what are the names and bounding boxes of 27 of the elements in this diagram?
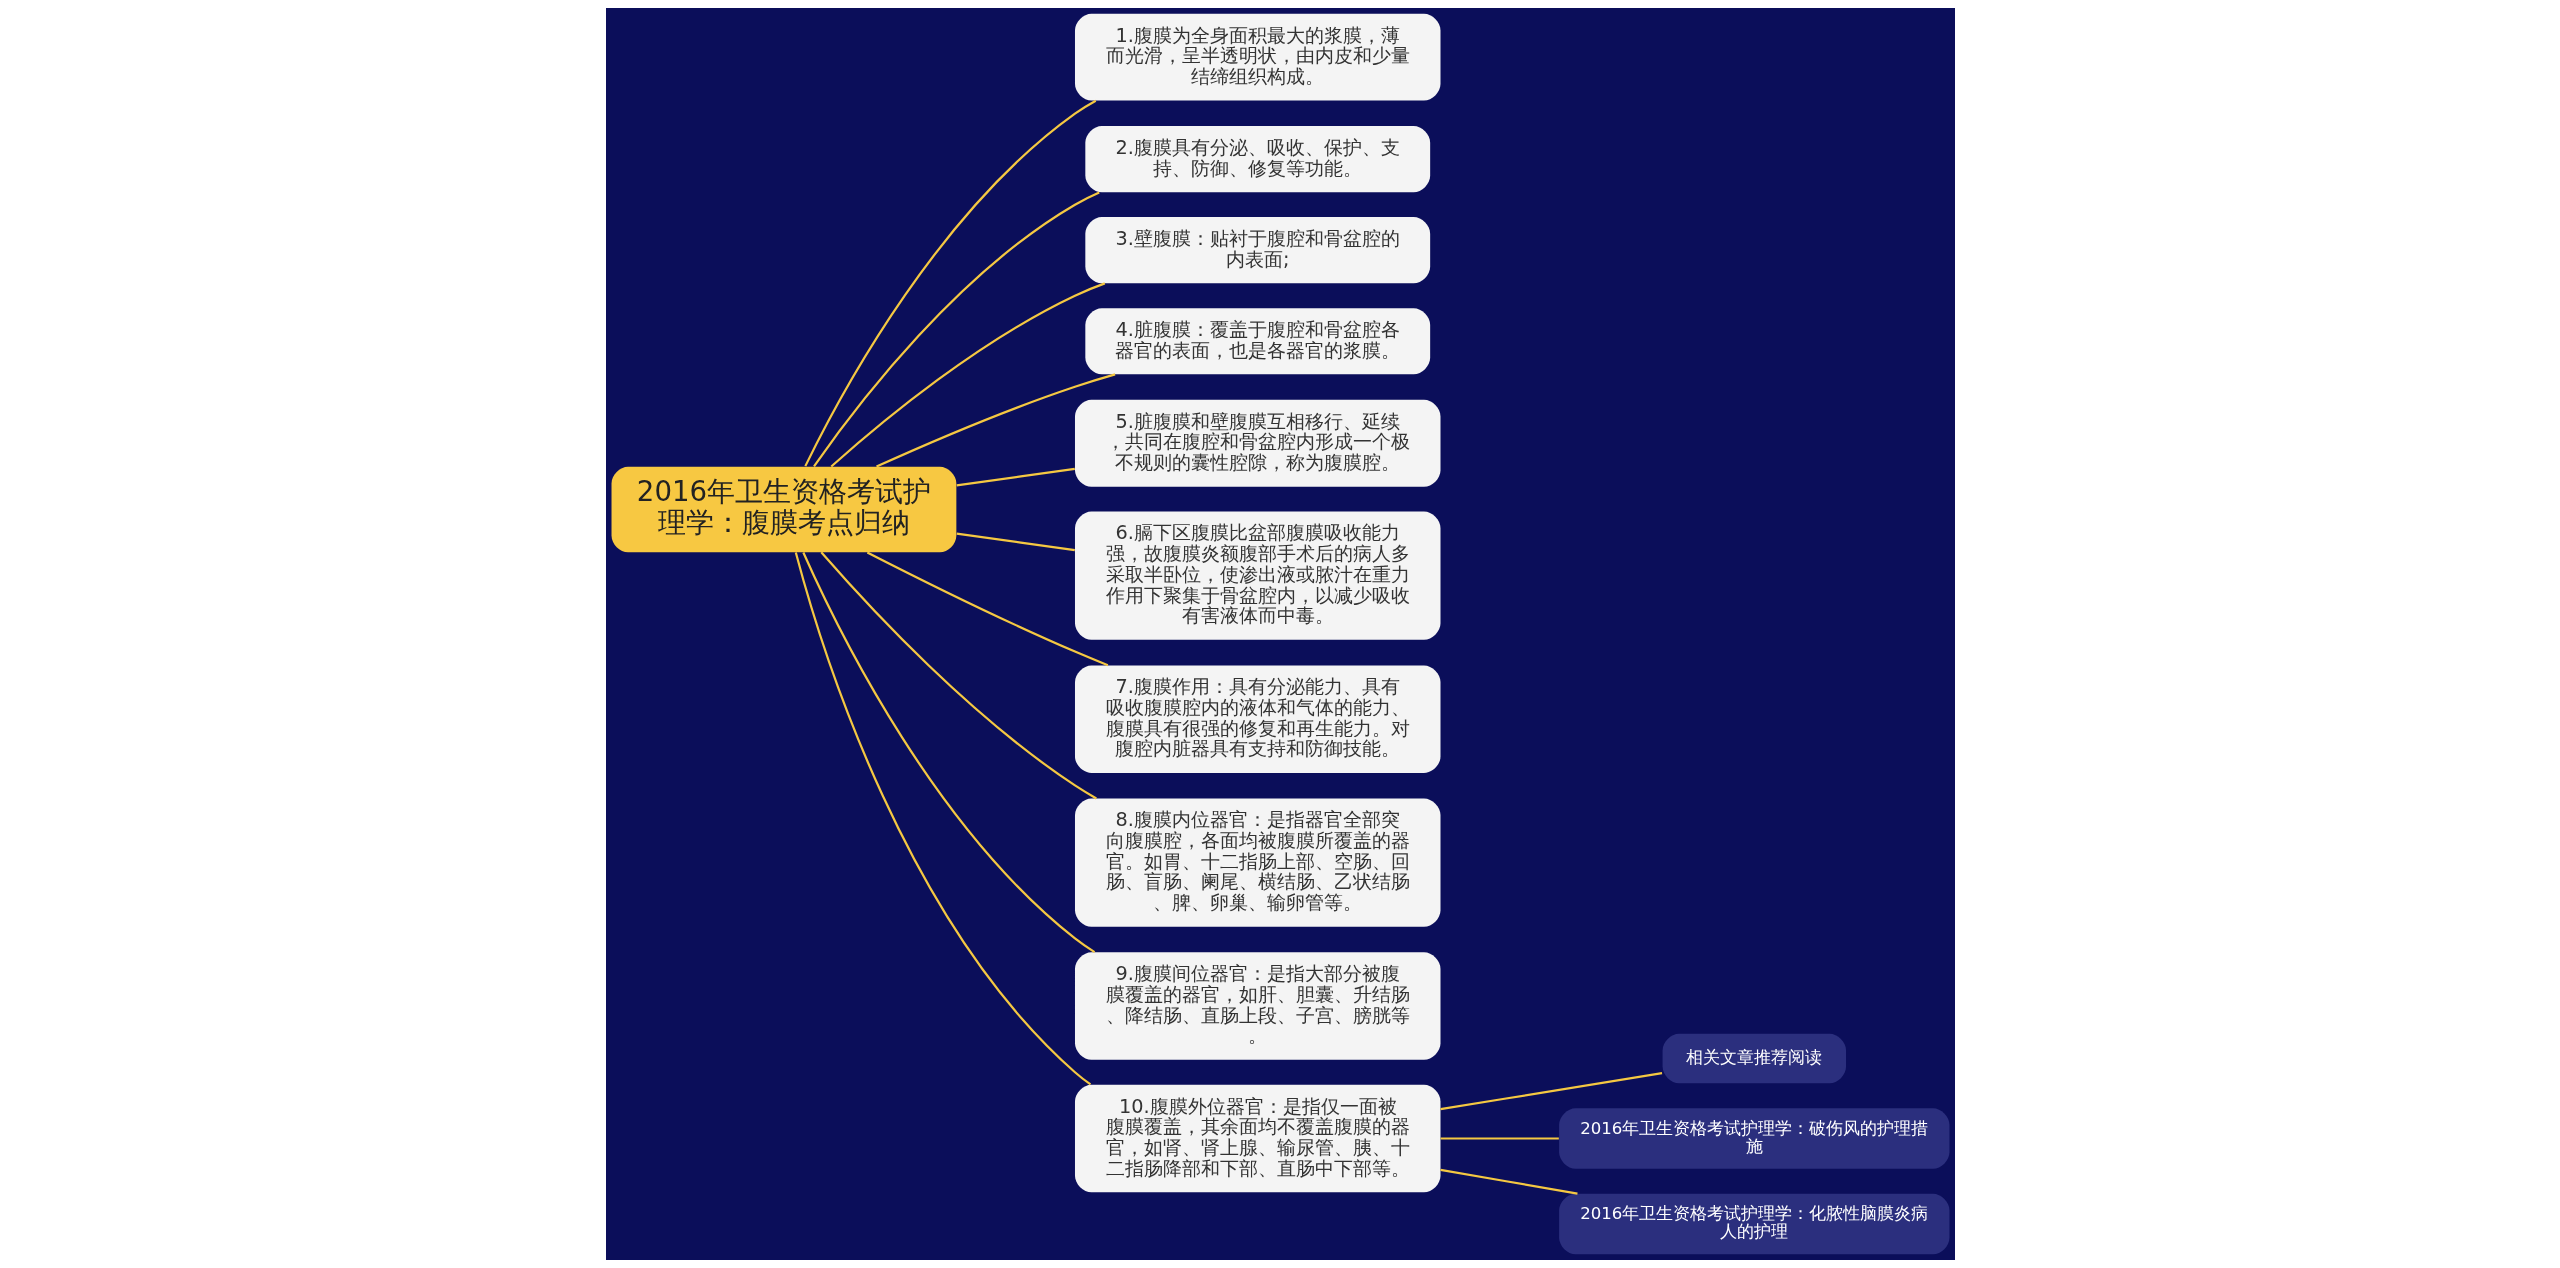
node-box: 6.膈下区腹膜比盆部腹膜吸收能力强，故腹膜炎额腹部手术后的病人多采取半卧位，使渗出液或脓汁在重力作用下聚集于骨盆腔内，以减少吸收有害液体而中毒。 [1074, 511, 1440, 640]
connector [803, 99, 1096, 467]
node-box: 2016年卫生资格考试护理学：化脓性脑膜炎病人的护理 [1558, 1193, 1949, 1255]
node-box: 3.壁腹膜：贴衬于腹腔和骨盆腔的内表面; [1084, 217, 1430, 284]
connector [830, 282, 1105, 468]
node-box: 1.腹膜为全身面积最大的浆膜，薄而光滑，呈半透明状，由内皮和少量结缔组织构成。 [1074, 13, 1440, 101]
node-box: 2016年卫生资格考试护理学：腹膜考点归纳 [611, 466, 956, 553]
node-box: 5.脏腹膜和壁腹膜互相移行、延续，共同在腹腔和骨盆腔内形成一个极不规则的囊性腔隙，称为腹膜腔。 [1074, 399, 1440, 487]
node-box: 8.腹膜内位器官：是指器官全部突向腹膜腔，各面均被腹膜所覆盖的器官。如胃、十二指肠上部、空肠、回肠、盲肠、阑尾、横结肠、乙状结肠、脾、卵巢、输卵管等。 [1074, 798, 1440, 927]
node-box: 9.腹膜间位器官：是指大部分被腹膜覆盖的器官，如肝、胆囊、升结肠、降结肠、直肠上段、子宫、膀胱等。 [1074, 952, 1440, 1060]
connector [956, 467, 1075, 487]
node-box: 2016年卫生资格考试护理学：破伤风的护理措施 [1558, 1108, 1949, 1169]
node-box: 4.脏腹膜：覆盖于腹腔和骨盆腔各器官的表面，也是各器官的浆膜。 [1084, 308, 1430, 375]
node-box: 2.腹膜具有分泌、吸收、保护、支持、防御、修复等功能。 [1084, 126, 1430, 193]
connector [1439, 1072, 1662, 1111]
connector [866, 551, 1108, 667]
connector [1439, 1168, 1578, 1195]
connector [1440, 1137, 1559, 1140]
connector [794, 552, 1091, 1086]
connector [801, 552, 1095, 954]
connector [875, 373, 1115, 468]
connector [812, 191, 1100, 467]
node-box: 相关文章推荐阅读 [1662, 1033, 1846, 1084]
node-box: 7.腹膜作用：具有分泌能力、具有吸收腹膜腔内的液体和气体的能力、腹膜具有很强的修复和再生能力。对腹腔内脏器具有支持和防御技能。 [1074, 665, 1440, 773]
connector [819, 551, 1097, 800]
node-box: 10.腹膜外位器官：是指仅一面被腹膜覆盖，其余面均不覆盖腹膜的器官，如肾、肾上腺、输尿管、胰、十二指肠降部和下部、直肠中下部等。 [1074, 1084, 1440, 1193]
connector [956, 532, 1075, 552]
